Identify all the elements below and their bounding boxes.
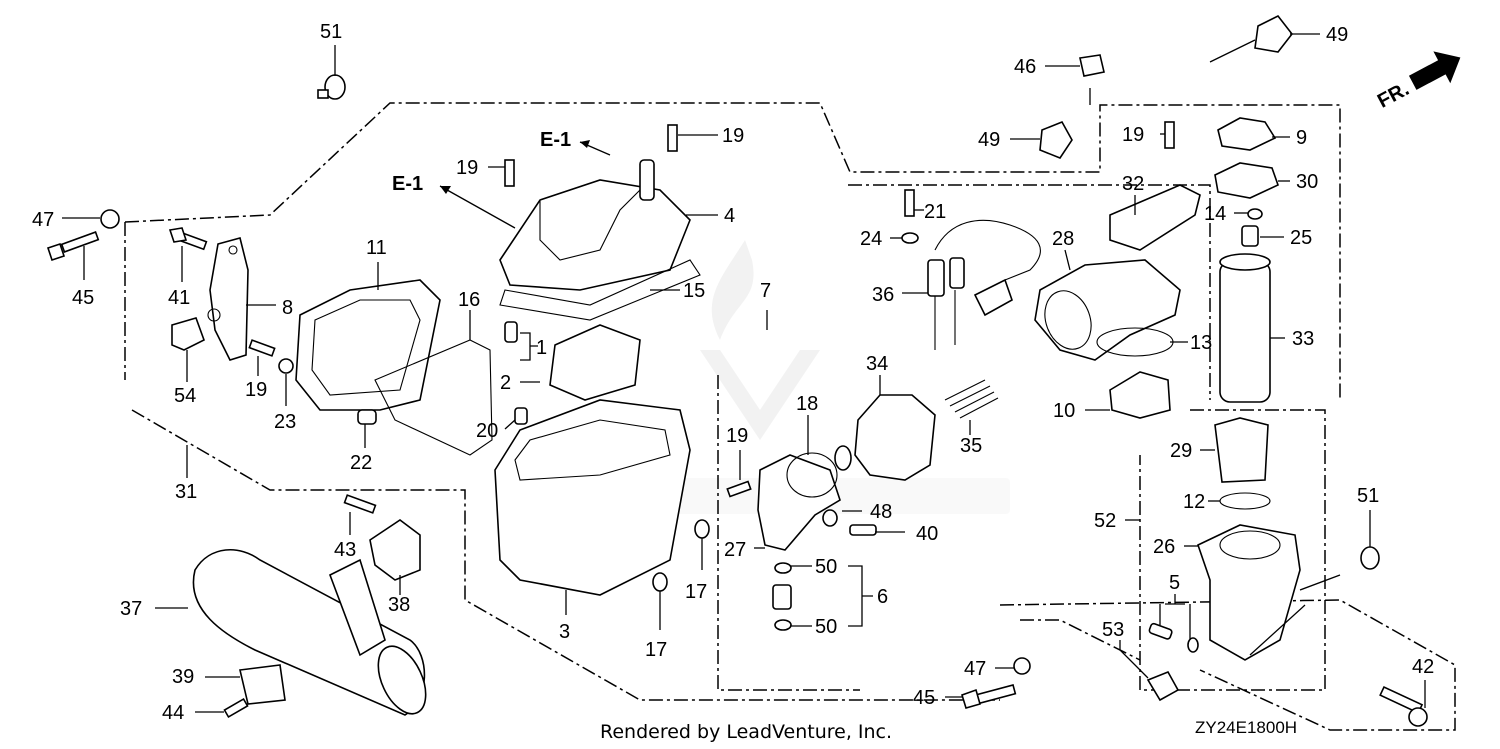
part-label: 19 xyxy=(726,425,748,447)
part-label: 34 xyxy=(866,353,888,375)
part-number-labels: 51 47 45 41 8 11 16 54 19 23 22 31 19 19… xyxy=(32,21,1434,724)
part-label: 50 xyxy=(815,556,837,578)
part-label: 50 xyxy=(815,616,837,638)
part-label: 13 xyxy=(1190,332,1212,354)
part-label: 15 xyxy=(683,280,705,302)
callout-e1-upper: E-1 xyxy=(540,129,571,151)
part-label: 29 xyxy=(1170,440,1192,462)
part-label: 46 xyxy=(1014,56,1036,78)
part-label: 10 xyxy=(1053,400,1075,422)
part-label: 19 xyxy=(245,379,267,401)
part-label: 32 xyxy=(1122,173,1144,195)
part-label: 14 xyxy=(1204,203,1226,225)
part-label: 51 xyxy=(1357,485,1379,507)
part-label: 51 xyxy=(320,21,342,43)
part-label: 3 xyxy=(559,621,570,643)
part-label: 30 xyxy=(1296,171,1318,193)
part-label: 1 xyxy=(536,337,547,359)
leader-lines xyxy=(62,33,1426,713)
part-label: 48 xyxy=(870,501,892,523)
group-boundaries xyxy=(124,102,1456,731)
part-label: 54 xyxy=(174,385,196,407)
part-label: 4 xyxy=(724,205,735,227)
part-label: 5 xyxy=(1169,572,1180,594)
part-label: 44 xyxy=(162,702,184,724)
diagram-code: ZY24E1800H xyxy=(1195,718,1297,737)
reference-arrows xyxy=(439,140,611,229)
part-label: 16 xyxy=(458,289,480,311)
part-label: 8 xyxy=(282,297,293,319)
part-label: 11 xyxy=(366,237,387,259)
part-label: 17 xyxy=(685,581,707,603)
part-label: 2 xyxy=(500,372,511,394)
part-label: 33 xyxy=(1292,328,1314,350)
part-label: 49 xyxy=(978,129,1000,151)
part-label: 12 xyxy=(1183,491,1205,513)
part-shapes xyxy=(46,14,1428,727)
part-label: 23 xyxy=(274,411,296,433)
part-label: 47 xyxy=(964,658,986,680)
part-label: 41 xyxy=(168,287,190,309)
footer-credit: Rendered by LeadVenture, Inc. xyxy=(600,721,892,743)
part-label: 43 xyxy=(334,539,356,561)
part-label: 36 xyxy=(872,284,894,306)
part-label: 18 xyxy=(796,393,818,415)
part-label: 27 xyxy=(724,539,746,561)
part-label: 40 xyxy=(916,523,938,545)
part-label: 7 xyxy=(760,280,771,302)
part-label: 25 xyxy=(1290,227,1312,249)
direction-label: FR. xyxy=(1374,78,1413,113)
part-label: 39 xyxy=(172,666,194,688)
part-label: 31 xyxy=(175,481,197,503)
callout-e1-left: E-1 xyxy=(392,173,423,195)
part-label: 26 xyxy=(1153,536,1175,558)
part-label: 53 xyxy=(1102,619,1124,641)
part-label: 9 xyxy=(1296,127,1307,149)
part-label: 47 xyxy=(32,209,54,231)
part-label: 45 xyxy=(913,687,935,709)
part-label: 37 xyxy=(120,598,142,620)
part-label: 35 xyxy=(960,435,982,457)
part-label: 52 xyxy=(1094,510,1116,532)
part-label: 21 xyxy=(924,201,946,223)
part-label: 6 xyxy=(877,586,888,608)
part-label: 19 xyxy=(1122,124,1144,146)
part-label: 19 xyxy=(456,157,478,179)
part-label: 24 xyxy=(860,228,882,250)
part-label: 17 xyxy=(645,639,667,661)
part-label: 38 xyxy=(388,594,410,616)
part-label: 22 xyxy=(350,452,372,474)
part-label: 45 xyxy=(72,287,94,309)
part-label: 19 xyxy=(722,125,744,147)
front-direction-arrow-icon: FR. xyxy=(1374,51,1461,113)
part-label: 49 xyxy=(1326,24,1348,46)
part-label: 20 xyxy=(476,420,498,442)
part-label: 28 xyxy=(1052,228,1074,250)
part-label: 42 xyxy=(1412,656,1434,678)
